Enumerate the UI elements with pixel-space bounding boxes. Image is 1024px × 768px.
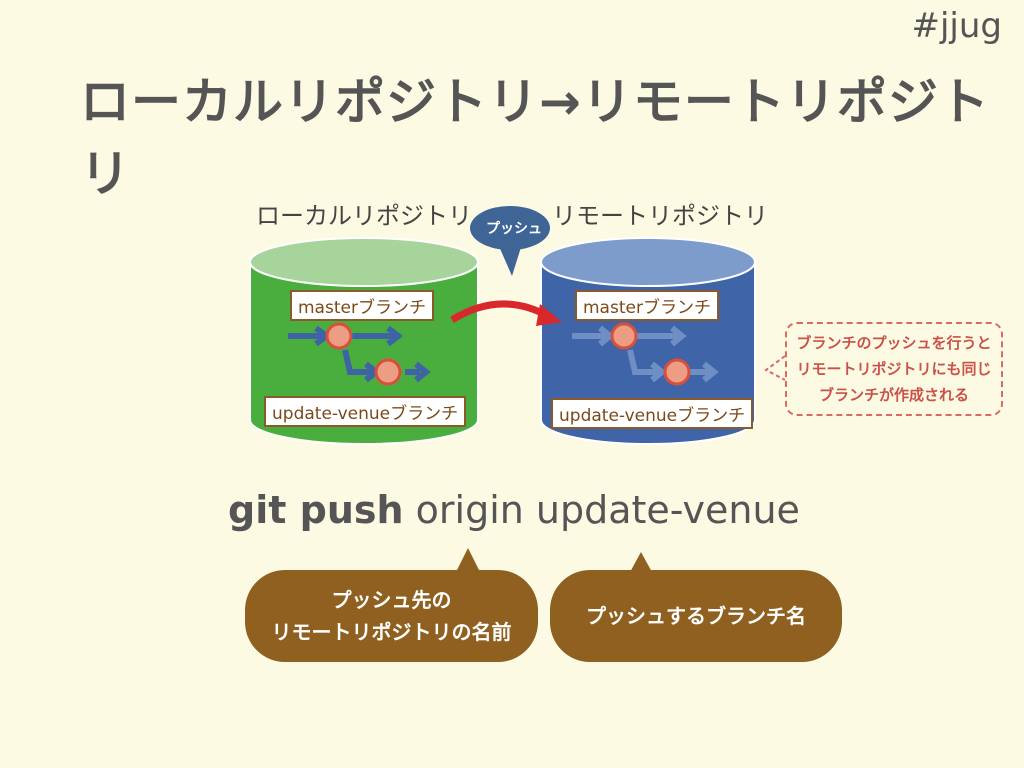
push-speech-bubble <box>470 206 550 276</box>
push-arrow <box>450 300 550 323</box>
note-line: ブランチのプッシュを行うと <box>796 334 992 352</box>
note-callout: ブランチのプッシュを行うと リモートリポジトリにも同じ ブランチが作成される <box>785 322 1003 416</box>
remote-feature-branch-label: update-venueブランチ <box>551 398 754 429</box>
note-pointer <box>764 355 786 381</box>
local-repo-label: ローカルリポジトリ <box>256 202 472 230</box>
local-feature-branch-label: update-venueブランチ <box>264 396 467 427</box>
git-command: git push origin update-venue <box>228 488 800 532</box>
note-line: リモートリポジトリにも同じ <box>796 360 992 378</box>
local-master-branch-label: masterブランチ <box>290 290 434 321</box>
branch-name-callout: プッシュするブランチ名 <box>550 570 842 662</box>
commit-node <box>325 322 353 350</box>
push-bubble-label: プッシュ <box>486 221 542 237</box>
remote-repo-label: リモートリポジトリ <box>552 202 768 230</box>
commit-node <box>610 322 638 350</box>
commit-node <box>374 358 402 386</box>
slide-title: ローカルリポジトリ→リモートリポジトリ <box>80 73 990 203</box>
callout-line: プッシュ先の <box>331 588 452 612</box>
remote-commit-graph <box>572 325 719 383</box>
push-arrowhead <box>536 304 562 326</box>
callout-line: プッシュするブランチ名 <box>586 604 806 628</box>
callout-pointer <box>629 552 653 574</box>
hashtag: #jjug <box>911 6 1002 46</box>
command-keyword: git push <box>228 488 404 532</box>
command-args: origin update-venue <box>415 488 800 532</box>
remote-master-branch-label: masterブランチ <box>575 290 719 321</box>
remote-name-callout: プッシュ先の リモートリポジトリの名前 <box>245 570 538 662</box>
callout-line: リモートリポジトリの名前 <box>271 620 512 644</box>
commit-node <box>663 358 691 386</box>
callout-pointer <box>456 548 480 572</box>
note-line: ブランチが作成される <box>818 386 969 404</box>
